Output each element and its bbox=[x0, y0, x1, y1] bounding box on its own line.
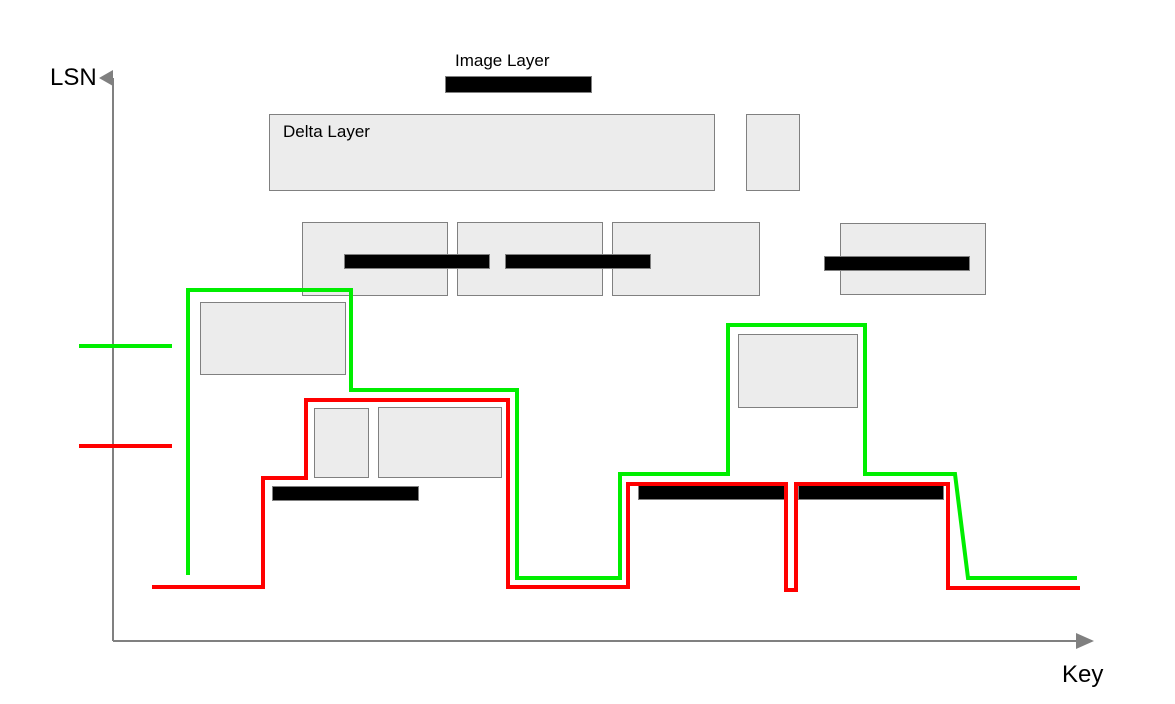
image-layer-delta-row-3 bbox=[824, 256, 970, 271]
green-lsn-boundary bbox=[186, 288, 1077, 580]
image-layer-delta-row-1 bbox=[344, 254, 490, 269]
image-layer-low-1 bbox=[272, 486, 419, 501]
red-lsn-tick bbox=[79, 444, 172, 448]
y-axis-label: LSN bbox=[50, 64, 97, 91]
delta-layer-label: Delta Layer bbox=[283, 122, 370, 141]
delta-layer-red-wide bbox=[378, 407, 502, 478]
green-lsn-tick bbox=[79, 344, 172, 348]
image-layer-delta-row-2 bbox=[505, 254, 651, 269]
delta-layer-red-small bbox=[314, 408, 369, 478]
delta-layer-green-left bbox=[200, 302, 346, 375]
delta-layer-main bbox=[269, 114, 715, 191]
image-layer-label: Image Layer bbox=[455, 51, 550, 70]
delta-layer-top-right bbox=[746, 114, 800, 191]
delta-layer-green-right bbox=[738, 334, 858, 408]
image-layer-top bbox=[445, 76, 592, 93]
red-lsn-boundary bbox=[152, 398, 1080, 592]
x-axis-label: Key bbox=[1062, 661, 1104, 688]
